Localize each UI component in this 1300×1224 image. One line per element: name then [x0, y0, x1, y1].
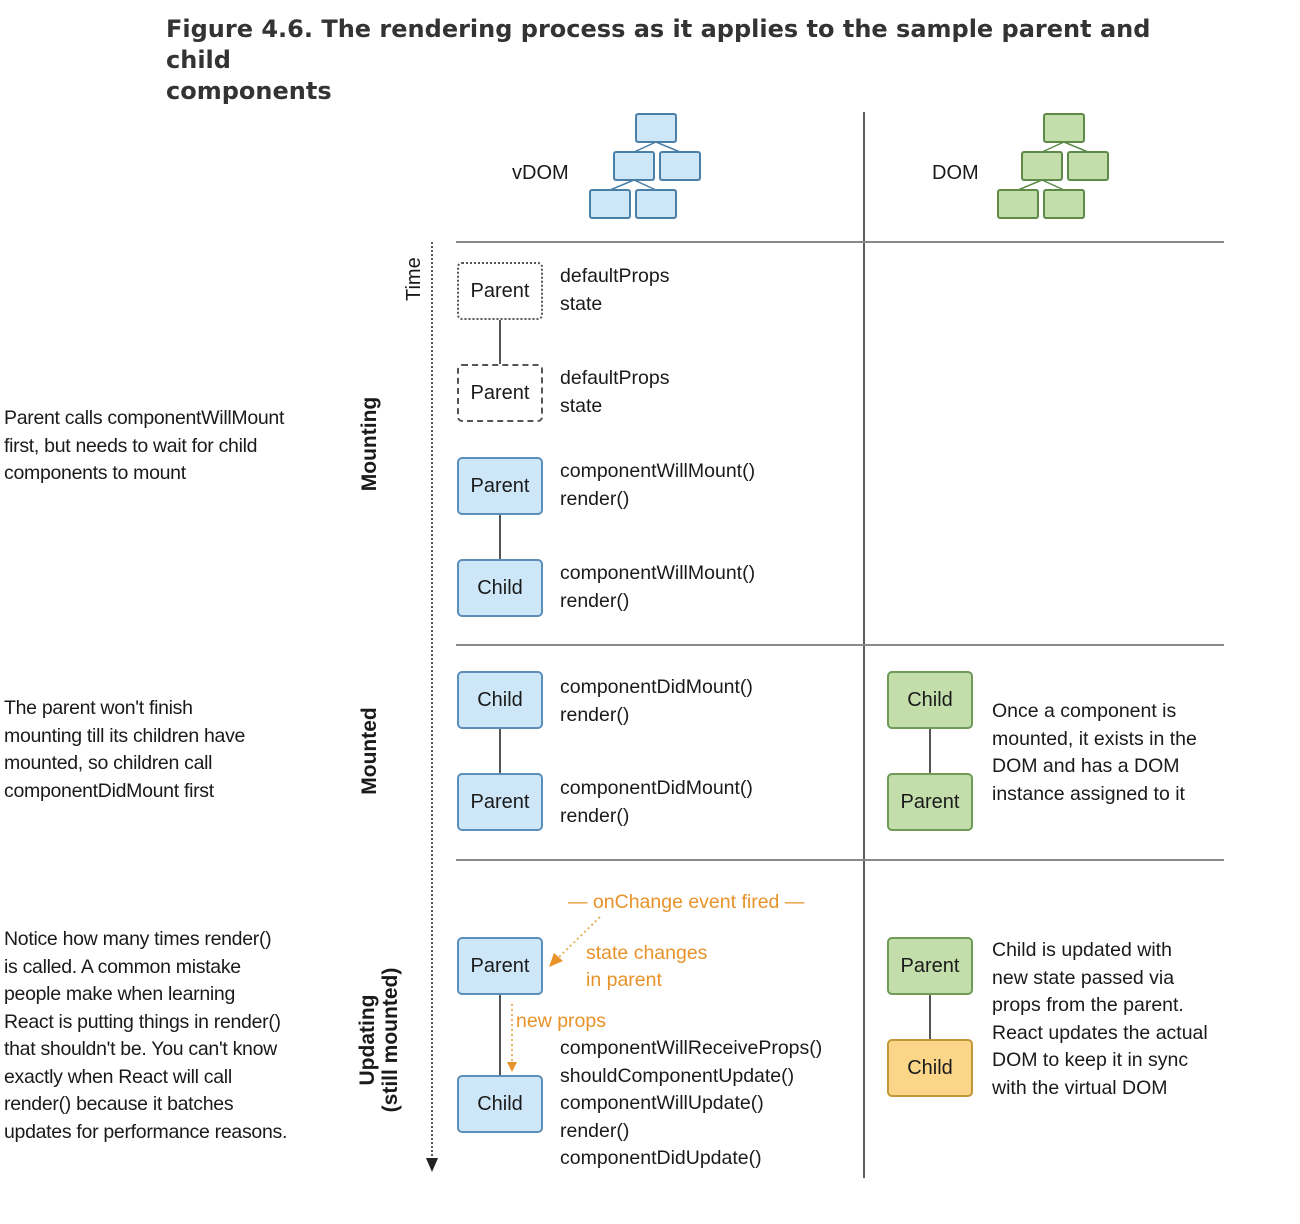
- note-updating: Notice how many times render() is called…: [4, 926, 334, 1146]
- vdom-child-updating: Child: [457, 1075, 543, 1133]
- dom-note-line: props from the parent.: [992, 994, 1184, 1016]
- dom-note-updated: Child is updated with new state passed v…: [992, 937, 1237, 1102]
- method-line: render(): [560, 804, 630, 827]
- dom-note-line: DOM to keep it in sync: [992, 1049, 1189, 1071]
- vdom-parent-initial: Parent: [457, 262, 543, 320]
- figure-caption-line2: components: [166, 77, 332, 105]
- dom-note-line: with the virtual DOM: [992, 1076, 1168, 1099]
- note-mounting: Parent calls componentWillMount first, b…: [4, 405, 334, 488]
- dom-parent-mounted: Parent: [887, 773, 973, 831]
- method-line: defaultProps: [560, 265, 670, 287]
- vdom-child-will-mount: Child: [457, 559, 543, 617]
- vdom-child-did-mount: Child: [457, 671, 543, 729]
- connector: [499, 515, 501, 559]
- note-line: components to mount: [4, 462, 186, 484]
- phase-updating-line1: Updating: [356, 994, 379, 1086]
- state-changes-line: state changes: [586, 942, 708, 964]
- dom-note-line: DOM and has a DOM: [992, 755, 1180, 777]
- connector: [499, 320, 501, 364]
- connector: [499, 729, 501, 773]
- note-line: first, but needs to wait for child: [4, 434, 258, 457]
- methods-parent-initial: defaultProps state: [560, 263, 670, 318]
- note-line: exactly when React will call: [4, 1065, 232, 1088]
- connector: [929, 995, 931, 1039]
- method-line: state: [560, 292, 603, 315]
- dom-note-line: Once a component is: [992, 700, 1177, 722]
- methods-parent-defaults: defaultProps state: [560, 365, 670, 420]
- note-line: that shouldn't be. You can't know: [4, 1038, 277, 1060]
- note-line: mounted, so children call: [4, 752, 213, 774]
- dom-note-line: Child is updated with: [992, 939, 1172, 961]
- method-line: componentDidUpdate(): [560, 1147, 762, 1169]
- note-line: React is putting things in render(): [4, 1010, 281, 1033]
- vdom-parent-updating: Parent: [457, 937, 543, 995]
- new-props-label: new props: [516, 1010, 606, 1032]
- vdom-column-label: vDOM: [512, 162, 569, 184]
- method-line: defaultProps: [560, 367, 670, 389]
- dom-child-updated: Child: [887, 1039, 973, 1097]
- method-line: componentWillMount(): [560, 562, 756, 584]
- vdom-parent-defaults: Parent: [457, 364, 543, 422]
- phase-mounting-label: Mounting: [358, 396, 381, 492]
- vdom-tree-icon: [589, 113, 701, 219]
- phase-mounted-label: Mounted: [358, 707, 381, 795]
- state-changes-line: in parent: [586, 969, 662, 991]
- phase-updating-line2: (still mounted): [379, 967, 402, 1113]
- event-arrow: [549, 916, 601, 967]
- method-line: render(): [560, 487, 630, 510]
- dom-child-mounted: Child: [887, 671, 973, 729]
- methods-child-updating: componentWillReceiveProps() shouldCompon…: [560, 1035, 822, 1173]
- note-line: updates for performance reasons.: [4, 1120, 288, 1143]
- method-line: componentWillMount(): [560, 460, 756, 482]
- dom-note-line: mounted, it exists in the: [992, 727, 1197, 750]
- dom-note-mounted: Once a component is mounted, it exists i…: [992, 698, 1237, 808]
- vdom-parent-did-mount: Parent: [457, 773, 543, 831]
- method-line: shouldComponentUpdate(): [560, 1064, 795, 1087]
- method-line: render(): [560, 1119, 630, 1142]
- state-changes-label: state changes in parent: [586, 940, 707, 994]
- note-line: componentDidMount first: [4, 779, 214, 802]
- note-line: people make when learning: [4, 983, 235, 1005]
- dom-note-line: React updates the actual: [992, 1021, 1208, 1044]
- connector: [929, 729, 931, 773]
- methods-child-will-mount: componentWillMount() render(): [560, 560, 755, 615]
- method-line: componentDidMount(): [560, 777, 753, 799]
- connector: [499, 995, 501, 1075]
- mounting-divider: [456, 644, 1224, 646]
- method-line: componentWillReceiveProps(): [560, 1037, 823, 1059]
- note-mounted: The parent won't finish mounting till it…: [4, 695, 334, 805]
- time-axis-label: Time: [403, 257, 425, 301]
- phase-updating-label: Updating (still mounted): [356, 940, 404, 1140]
- method-line: componentDidMount(): [560, 676, 753, 698]
- note-line: is called. A common mistake: [4, 955, 241, 978]
- method-line: state: [560, 394, 603, 417]
- note-line: Notice how many times render(): [4, 928, 272, 950]
- note-line: Parent calls componentWillMount: [4, 407, 285, 429]
- method-line: render(): [560, 703, 630, 726]
- dom-column-label: DOM: [932, 162, 979, 184]
- dom-note-line: new state passed via: [992, 966, 1175, 989]
- method-line: render(): [560, 589, 630, 612]
- time-axis-arrow: [426, 242, 438, 1172]
- method-line: componentWillUpdate(): [560, 1092, 764, 1114]
- methods-parent-will-mount: componentWillMount() render(): [560, 458, 755, 513]
- new-props-arrow: [507, 1004, 517, 1072]
- methods-child-did-mount: componentDidMount() render(): [560, 674, 753, 729]
- figure-caption: Figure 4.6. The rendering process as it …: [166, 14, 1166, 107]
- figure-caption-line1: Figure 4.6. The rendering process as it …: [166, 15, 1151, 74]
- vdom-parent-will-mount: Parent: [457, 457, 543, 515]
- dom-note-line: instance assigned to it: [992, 782, 1185, 805]
- note-line: render() because it batches: [4, 1093, 234, 1115]
- header-divider: [456, 241, 1224, 243]
- methods-parent-did-mount: componentDidMount() render(): [560, 775, 753, 830]
- note-line: mounting till its children have: [4, 724, 246, 747]
- onchange-event-label: — onChange event fired —: [568, 891, 805, 913]
- dom-parent-updating: Parent: [887, 937, 973, 995]
- note-line: The parent won't finish: [4, 697, 193, 719]
- dom-tree-icon: [997, 113, 1109, 219]
- mounted-divider: [456, 859, 1224, 861]
